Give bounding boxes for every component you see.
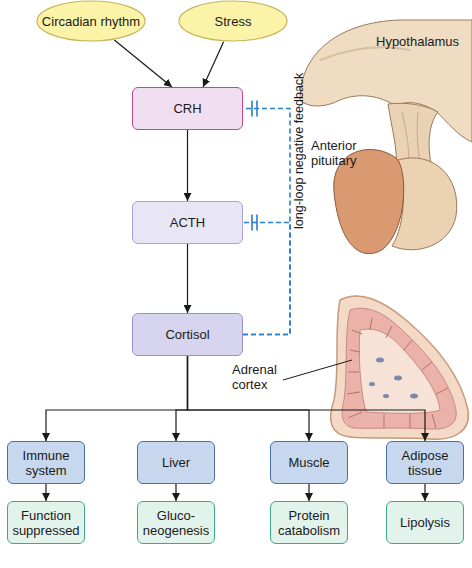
- arrow-connector: [187, 130, 188, 201]
- node-text: Cortisol: [165, 327, 209, 342]
- arrow-connector: [175, 484, 176, 501]
- inhibition-mark: [252, 101, 257, 117]
- arrow-connector: [114, 40, 172, 87]
- node-text: ACTH: [170, 215, 205, 230]
- arrow-connector: [46, 356, 188, 441]
- arrow-connector: [188, 356, 310, 441]
- inhibition-bar: [256, 101, 258, 117]
- effect-box: Function suppressed: [7, 501, 85, 544]
- target-box: Muscle: [270, 441, 348, 484]
- hormone-box: Cortisol: [132, 313, 243, 356]
- target-box: Liver: [137, 441, 215, 484]
- adrenal-medulla: [359, 329, 440, 413]
- node-text: Adipose tissue: [390, 448, 460, 478]
- input-ellipse: Stress: [178, 0, 288, 42]
- vessel-dots: [369, 358, 418, 399]
- part-label: Hypothalamus: [376, 34, 472, 49]
- node-text: Protein catabolism: [274, 508, 344, 538]
- inhibition-mark: [252, 215, 257, 231]
- hormone-box: ACTH: [132, 201, 243, 244]
- feedback-line: [243, 223, 290, 335]
- hypothalamus-tissue: [300, 20, 472, 142]
- stalk-fibres: [402, 112, 420, 165]
- node-text: Immune system: [11, 448, 81, 478]
- part-label: Adrenal cortex: [232, 362, 288, 392]
- node-text: Lipolysis: [400, 515, 450, 530]
- adrenal-gland: [331, 296, 469, 439]
- arrow-connector: [188, 356, 426, 441]
- arrow-connector: [424, 484, 425, 501]
- leader-line: [283, 360, 352, 380]
- node-text: CRH: [173, 101, 201, 116]
- node-text: Circadian rhythm: [42, 14, 140, 29]
- arrow-connector: [45, 484, 46, 501]
- arrow-connector: [176, 356, 188, 441]
- hormone-box: CRH: [132, 87, 243, 130]
- effect-box: Gluco- neogenesis: [137, 501, 215, 544]
- effect-box: Protein catabolism: [270, 501, 348, 544]
- node-text: Function suppressed: [11, 508, 81, 538]
- inhibition-bar: [251, 101, 253, 117]
- inhibition-bar: [256, 215, 258, 231]
- cortex-striations: [347, 318, 448, 428]
- arrow-connector: [187, 244, 188, 313]
- node-text: Stress: [215, 14, 252, 29]
- ellipse-shape: [179, 1, 287, 41]
- edge-label: long-loop negative feedback: [292, 215, 306, 229]
- tissue-fold: [320, 47, 410, 60]
- inhibition-bar: [251, 215, 253, 231]
- part-label: Anterior pituitary: [311, 138, 381, 168]
- node-text: Liver: [162, 455, 190, 470]
- node-text: Gluco- neogenesis: [141, 508, 211, 538]
- feedback-line: [243, 109, 290, 335]
- arrow-connector: [203, 42, 224, 87]
- adrenal-cortex-layer: [342, 308, 456, 429]
- effect-box: Lipolysis: [386, 501, 464, 544]
- arrow-connector: [308, 484, 309, 501]
- target-box: Adipose tissue: [386, 441, 464, 484]
- ellipse-shape: [37, 1, 145, 41]
- target-box: Immune system: [7, 441, 85, 484]
- input-ellipse: Circadian rhythm: [36, 0, 146, 42]
- node-text: Muscle: [288, 455, 329, 470]
